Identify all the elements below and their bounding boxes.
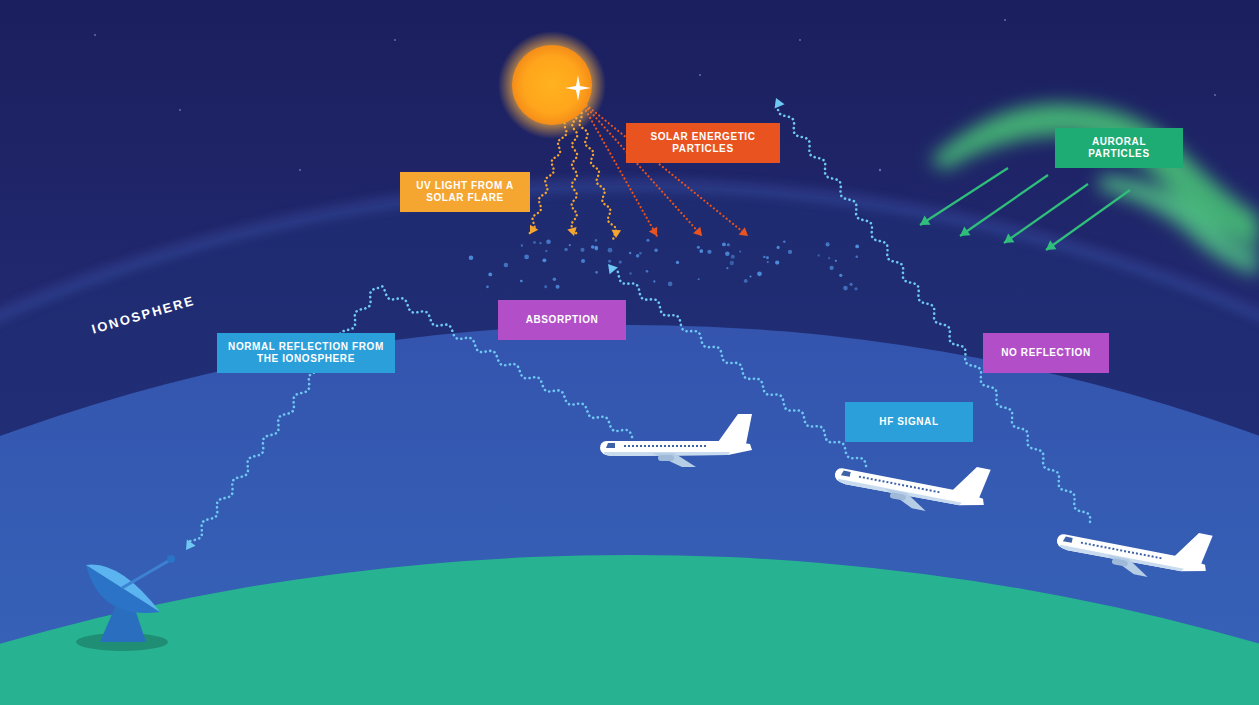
ionized-particles (469, 239, 859, 291)
callout-text: SOLAR ENERGETIC PARTICLES (636, 131, 770, 155)
arrowhead (960, 226, 970, 236)
arrowhead (1004, 233, 1014, 243)
particle-callout: AURORAL PARTICLES (1055, 128, 1183, 168)
callout-text: ABSORPTION (526, 314, 599, 326)
arrowhead (649, 227, 657, 236)
arrowhead (608, 264, 618, 274)
aircraft (1053, 507, 1212, 588)
particle-arrow (960, 175, 1048, 236)
effect-callout: NORMAL REFLECTION FROM THE IONOSPHERE (217, 333, 395, 373)
ground (0, 555, 1259, 705)
particle-arrow (1004, 184, 1088, 243)
aircraft (831, 441, 990, 522)
region-label: IONOSPHERE (90, 293, 197, 337)
arrowhead (693, 227, 702, 236)
effect-callout: ABSORPTION (498, 300, 626, 340)
signal-path (778, 110, 1090, 522)
arrowhead (186, 540, 196, 550)
arrowhead (920, 216, 930, 225)
signal-callout: HF SIGNAL (845, 402, 973, 442)
signal-paths (186, 98, 1130, 550)
radar-dish (76, 555, 175, 651)
particle-callout: SOLAR ENERGETIC PARTICLES (626, 123, 780, 163)
aircraft (600, 414, 752, 467)
callout-text: AURORAL PARTICLES (1065, 136, 1173, 160)
callout-text: UV LIGHT FROM A SOLAR FLARE (410, 180, 520, 204)
arrowhead (1046, 240, 1056, 250)
stars (94, 19, 1216, 171)
arrowhead (567, 227, 576, 236)
arrowhead (775, 98, 785, 108)
callout-text: HF SIGNAL (879, 416, 938, 428)
particle-arrow (920, 168, 1008, 225)
effect-callout: NO REFLECTION (983, 333, 1109, 373)
callout-text: NORMAL REFLECTION FROM THE IONOSPHERE (227, 341, 385, 365)
signal-path (580, 100, 748, 236)
particle-arrow (1046, 190, 1130, 250)
signal-path (190, 288, 378, 541)
sun (498, 31, 606, 139)
light-callout: UV LIGHT FROM A SOLAR FLARE (400, 172, 530, 212)
callout-text: NO REFLECTION (1001, 347, 1090, 359)
arrowhead (530, 225, 538, 234)
arrowhead (611, 230, 621, 238)
arrowhead (739, 227, 748, 236)
signal-path (380, 285, 632, 437)
signal-path (580, 100, 702, 236)
